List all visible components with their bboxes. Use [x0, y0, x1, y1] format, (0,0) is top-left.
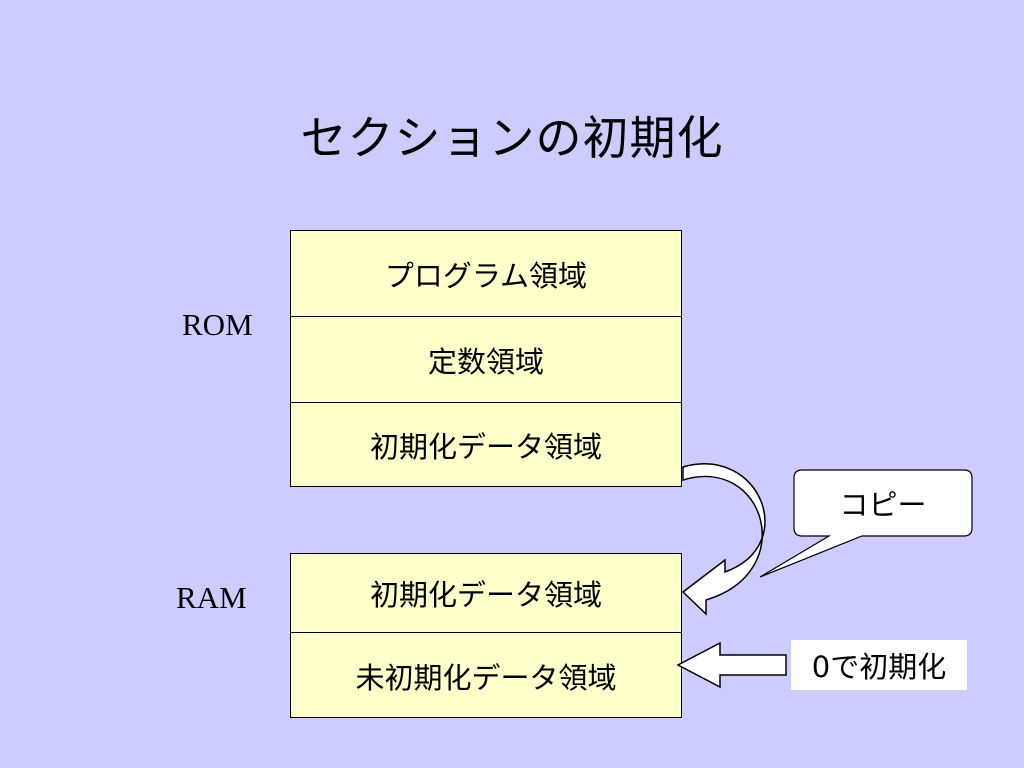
zero-init-arrow — [676, 641, 787, 689]
ram-label: RAM — [176, 580, 247, 615]
ram-initialized-data-region: 初期化データ領域 — [369, 578, 602, 612]
zero-init-label: 0で初期化 — [791, 640, 967, 690]
copy-arrow — [681, 463, 766, 616]
rom-constant-region: 定数領域 — [291, 316, 681, 402]
rom-label: ROM — [182, 307, 253, 342]
slide-title: セクションの初期化 — [300, 111, 724, 165]
copy-callout-bubble — [759, 469, 973, 578]
ram-memory-block: 初期化データ領域 未初期化データ領域 — [290, 553, 682, 718]
rom-memory-block: プログラム領域 定数領域 初期化データ領域 — [290, 230, 682, 487]
rom-initialized-data-region: 初期化データ領域 — [291, 402, 681, 487]
rom-program-region: プログラム領域 — [384, 258, 588, 293]
ram-uninitialized-data-region: 未初期化データ領域 — [291, 632, 681, 718]
copy-callout-text: コピー — [839, 488, 927, 522]
